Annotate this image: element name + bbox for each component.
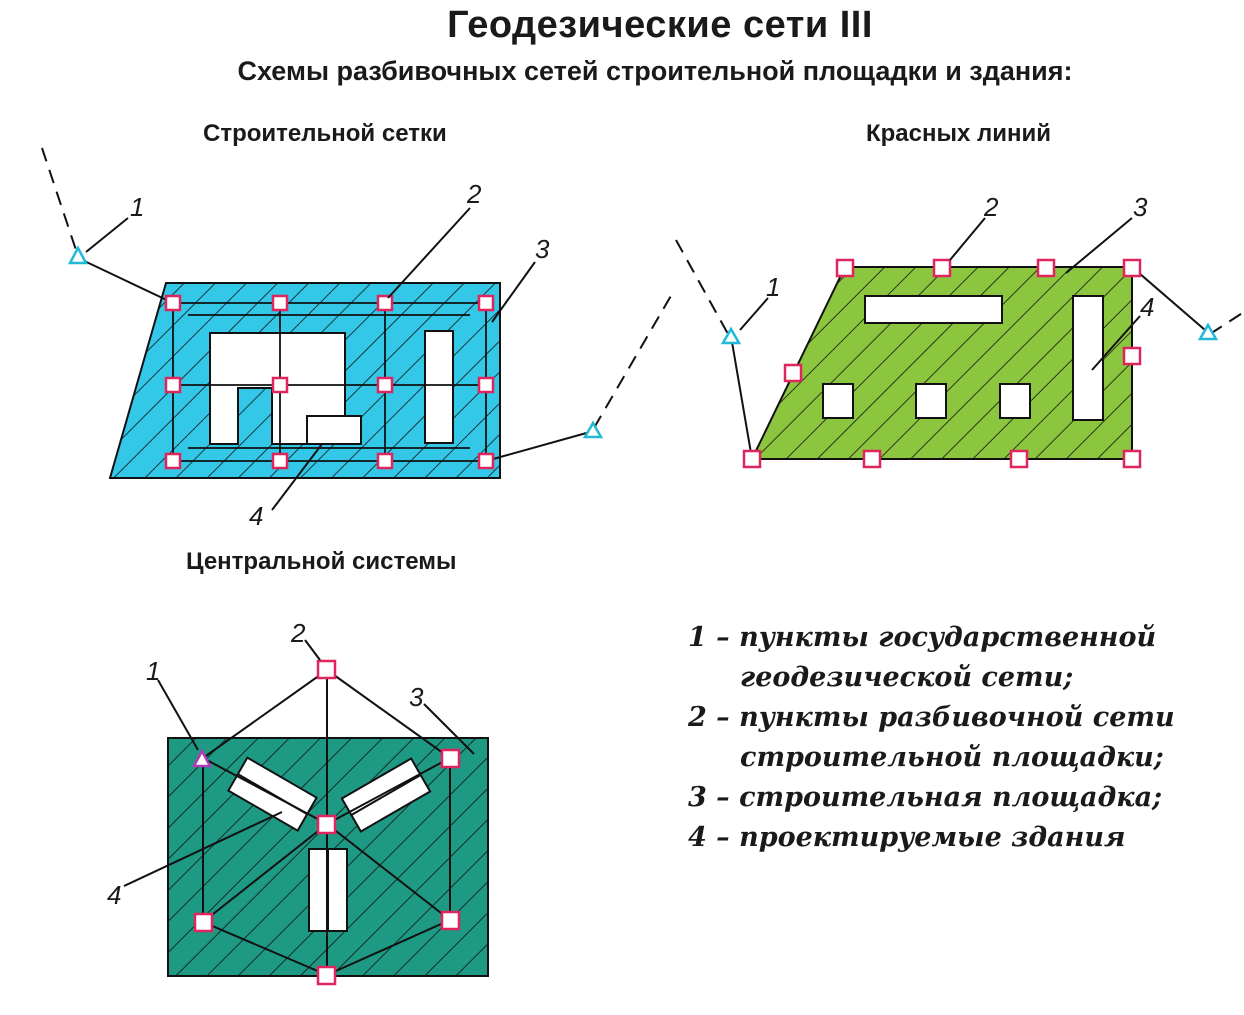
central-diagram: 1 2 3 4: [107, 618, 489, 986]
legend: 1 – пункты государственной геодезической…: [688, 618, 1175, 858]
legend-item-4: 4 – проектируемые здания: [688, 822, 1126, 853]
state-point-triangle: [582, 420, 604, 439]
callout-4: 4: [1140, 292, 1154, 322]
connection-line: [731, 341, 753, 460]
central-points: [193, 659, 461, 986]
dashed-line: [41, 147, 77, 251]
legend-item-1: 1 – пункты государственной: [688, 622, 1157, 653]
building: [1072, 295, 1104, 421]
dashed-line: [1209, 311, 1244, 335]
state-point-triangle: [1197, 322, 1219, 341]
building: [340, 757, 432, 833]
callout-leader: [1091, 315, 1141, 371]
legend-item-1-cont: геодезической сети;: [740, 662, 1074, 693]
central-section-title: Центральной системы: [186, 548, 457, 575]
callout-1: 1: [146, 656, 160, 686]
dashed-line: [593, 293, 673, 429]
callout-1: 1: [130, 192, 144, 222]
page-title: Геодезические сети III: [447, 4, 873, 46]
connection-line: [77, 257, 174, 304]
callout-1: 1: [766, 272, 780, 302]
callout-2: 2: [983, 192, 999, 222]
building: [306, 415, 362, 445]
grid-points: [164, 294, 495, 470]
state-point-triangle: [720, 326, 742, 345]
state-point-triangle: [67, 245, 89, 265]
building: [915, 383, 947, 419]
callout-leader: [157, 679, 199, 751]
callout-leader: [1065, 217, 1133, 274]
grid-section-title: Строительной сетки: [203, 120, 447, 147]
building: [864, 295, 1003, 324]
red-lines-section-title: Красных линий: [866, 120, 1052, 147]
building: [424, 330, 454, 444]
callout-leader: [271, 443, 323, 511]
callout-leader: [85, 217, 129, 253]
callout-3: 3: [1133, 192, 1148, 222]
legend-item-2-cont: строительной площадки;: [740, 742, 1164, 773]
callout-leader: [491, 261, 536, 323]
connection-line: [485, 431, 591, 462]
callout-4: 4: [107, 880, 121, 910]
callout-leader: [387, 207, 471, 299]
connection-line: [1131, 266, 1206, 331]
building: [999, 383, 1031, 419]
state-point-triangle: [191, 748, 213, 768]
callout-3: 3: [409, 682, 424, 712]
callout-4: 4: [249, 501, 263, 531]
dashed-line: [675, 239, 729, 335]
legend-item-3: 3 – строительная площадка;: [688, 782, 1163, 813]
red-lines-diagram: 1 2 3 4: [675, 192, 1244, 469]
callout-leader: [423, 703, 475, 755]
legend-item-2: 2 – пункты разбивочной сети: [688, 702, 1175, 733]
callout-leader: [949, 217, 986, 261]
red-line-points: [742, 258, 1142, 469]
callout-2: 2: [466, 179, 482, 209]
grid-diagram: 1 2 3 4: [41, 147, 673, 531]
callout-3: 3: [535, 234, 550, 264]
callout-leader: [123, 811, 283, 887]
callout-leader: [739, 297, 769, 331]
callout-leader: [304, 639, 321, 661]
building: [822, 383, 854, 419]
callout-2: 2: [290, 618, 306, 648]
page-subtitle: Схемы разбивочных сетей строительной пло…: [237, 56, 1073, 86]
